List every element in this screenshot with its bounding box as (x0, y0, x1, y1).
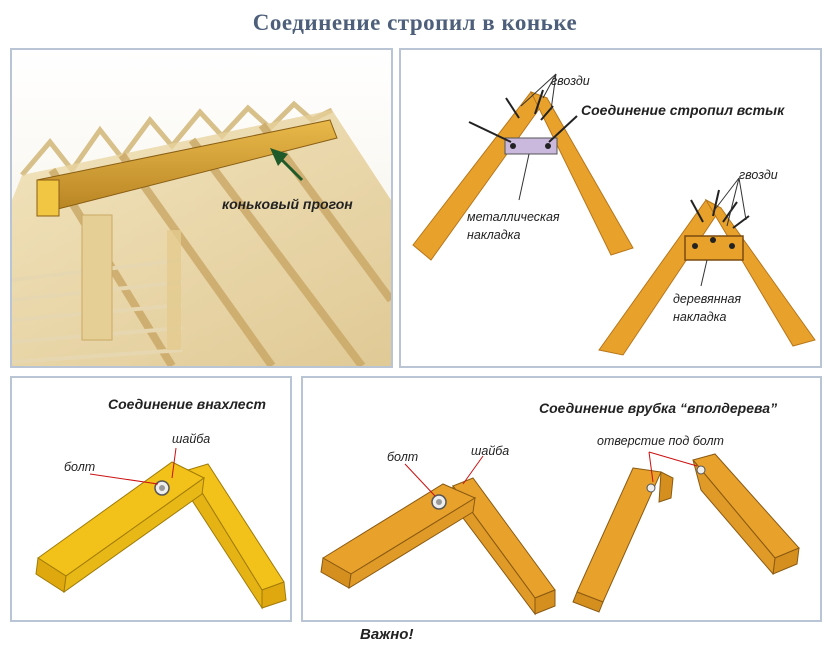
washer-label-halflap: шайба (471, 444, 510, 458)
ridge-purlin-label: коньковый прогон (222, 196, 353, 212)
butt-joint-panel: гвозди Соединение стропил встык металлич… (399, 48, 822, 368)
overlap-joint-panel: Соединение внахлест шайба болт (10, 376, 292, 622)
half-lap-heading: Соединение врубка “вполдерева” (539, 400, 778, 416)
nails-label-right: гвозди (739, 168, 778, 182)
roof-frame-illustration (12, 50, 391, 366)
half-lap-joint-diagram (320, 451, 800, 616)
bolt-label-halflap: болт (387, 450, 419, 464)
butt-joint-heading: Соединение стропил встык (581, 102, 785, 118)
bolt-label: болт (64, 460, 96, 474)
nails-label-top: гвозди (551, 74, 590, 88)
wood-plate-label: деревянная накладка (673, 292, 742, 324)
half-lap-joint-panel: Соединение врубка “вполдерева” отверстие… (301, 376, 822, 622)
butt-joint-diagram (412, 73, 816, 356)
important-note: Важно! (360, 626, 414, 643)
ridge-purlin-panel: коньковый прогон (10, 48, 393, 368)
page-title: Соединение стропил в коньке (252, 10, 578, 35)
washer-label: шайба (172, 432, 211, 446)
metal-plate-label: металлическая накладка (467, 210, 560, 242)
overlap-joint-heading: Соединение внахлест (108, 396, 266, 412)
overlap-joint-diagram (35, 447, 287, 610)
pointer-arrow-icon (270, 148, 304, 182)
hole-label: отверстие под болт (597, 434, 724, 448)
